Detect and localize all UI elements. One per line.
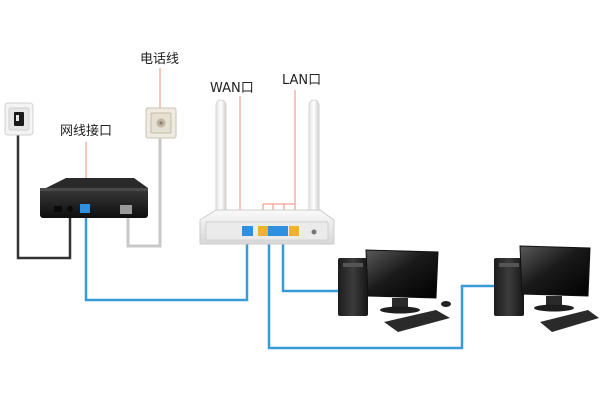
- computer-1: [338, 249, 451, 332]
- right-antenna: [308, 99, 320, 225]
- computer-2-tower: [494, 258, 524, 316]
- phone-line-cable: [126, 128, 162, 248]
- router-wan-port: [242, 226, 253, 236]
- computer-1-mouse: [441, 301, 451, 307]
- lan-cable-computer-2: [267, 236, 505, 350]
- lan-port-pointer: [262, 90, 296, 226]
- computer-2: [494, 245, 599, 332]
- computer-2-keyboard: [540, 310, 599, 332]
- lan-port-label: LAN口: [282, 73, 321, 88]
- lan-cable-computer-1: [281, 236, 350, 293]
- computer-1-monitor: [365, 249, 439, 299]
- left-antenna: [215, 99, 227, 225]
- phone-line-label: 电话线: [140, 52, 179, 67]
- cables: [16, 128, 505, 350]
- modem-power-cable: [16, 130, 72, 260]
- wan-port-label: WAN口: [210, 81, 254, 96]
- router-lan-ports: [258, 226, 299, 236]
- wall-power-outlet: [4, 102, 34, 136]
- modem: [40, 178, 148, 218]
- computer-2-monitor: [519, 245, 591, 297]
- modem-ports: [54, 204, 132, 214]
- computer-1-tower: [338, 258, 368, 316]
- wall-phone-jack: [145, 107, 177, 139]
- computer-1-keyboard: [384, 310, 450, 332]
- wireless-router: [199, 99, 335, 245]
- network-port-label: 网线接口: [60, 123, 112, 139]
- wan-ethernet-cable: [84, 216, 249, 302]
